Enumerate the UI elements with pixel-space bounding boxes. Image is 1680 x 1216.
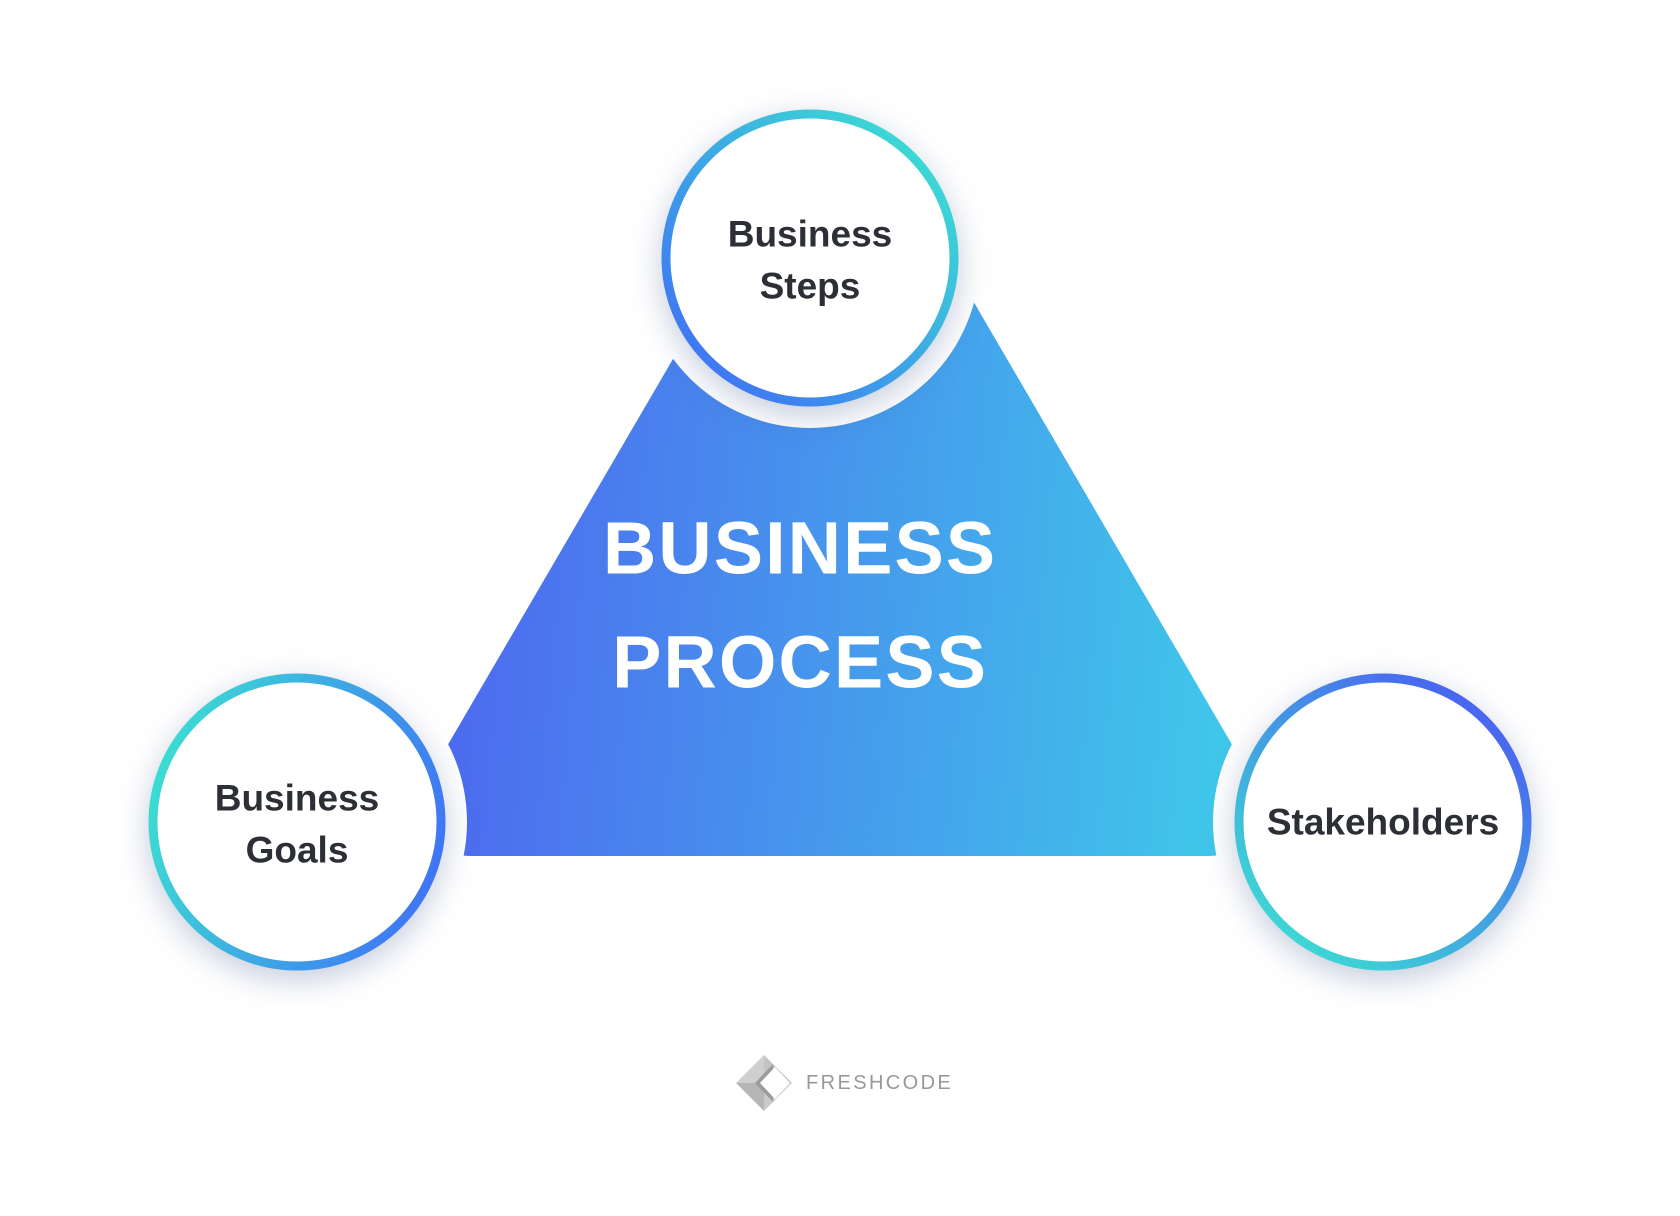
freshcode-logo: FRESHCODE (736, 1055, 953, 1111)
title-line2: PROCESS (612, 621, 988, 704)
top-node-circle (661, 109, 959, 407)
logo-wordmark: FRESHCODE (806, 1072, 953, 1094)
top-node-label-line2: Steps (760, 266, 861, 307)
logo-diamond-facet-topleft (736, 1055, 764, 1083)
top-node-label-line1: Business (728, 214, 893, 255)
right-node-circle (1234, 673, 1532, 971)
title-line1: BUSINESS (603, 507, 997, 590)
right-node: Stakeholders (1234, 673, 1532, 971)
logo-diamond-icon (736, 1055, 792, 1111)
process-triangle (420, 122, 1260, 856)
left-node: Business Goals (148, 673, 446, 971)
logo-diamond-facet-bottomleft (736, 1083, 764, 1111)
left-node-circle (148, 673, 446, 971)
right-node-label: Stakeholders (1267, 802, 1499, 843)
left-node-label-line2: Goals (246, 830, 349, 871)
logo-diamond-cutout (760, 1067, 790, 1099)
top-node: Business Steps (661, 109, 959, 407)
left-node-label-line1: Business (215, 778, 380, 819)
